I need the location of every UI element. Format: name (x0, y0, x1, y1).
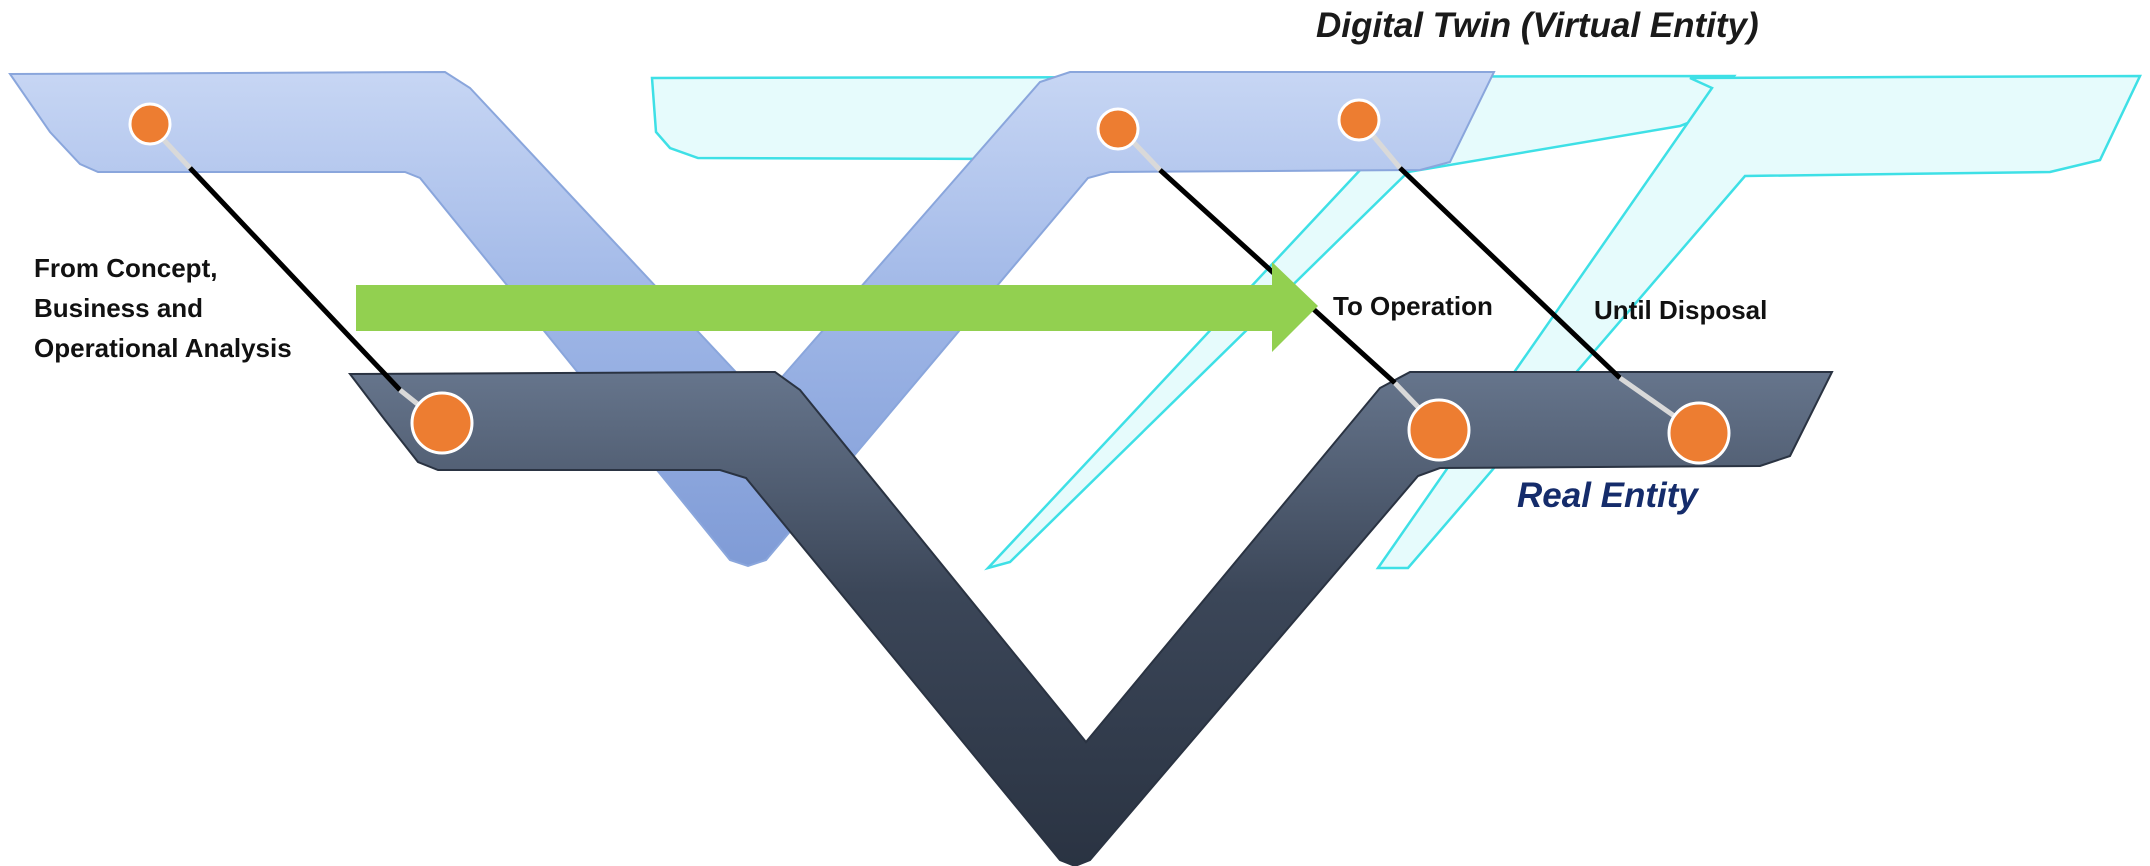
virtual-node-concept (128, 102, 172, 146)
virtual-node-disposal (1337, 98, 1381, 142)
virtual-node-operation (1096, 107, 1140, 151)
real-node-disposal (1667, 401, 1731, 465)
real-node-concept (410, 391, 474, 455)
real-track (347, 370, 1834, 866)
stage-label-concept: From Concept, Business and Operational A… (34, 248, 292, 368)
virtual-track-ghost-upper-right (1375, 74, 2142, 570)
stage-label-disposal: Until Disposal (1594, 295, 1768, 325)
stage-label-concept-line-2: Business and (34, 293, 204, 323)
real-entity-label: Real Entity (1517, 476, 1698, 515)
digital-twin-title: Digital Twin (Virtual Entity) (1316, 6, 1759, 45)
stage-label-concept-line-1: From Concept, (34, 253, 218, 283)
stage-label-concept-line-3: Operational Analysis (34, 333, 292, 363)
stage-label-operation: To Operation (1333, 291, 1493, 321)
real-node-operation (1407, 398, 1471, 462)
progress-arrow (356, 262, 1318, 352)
